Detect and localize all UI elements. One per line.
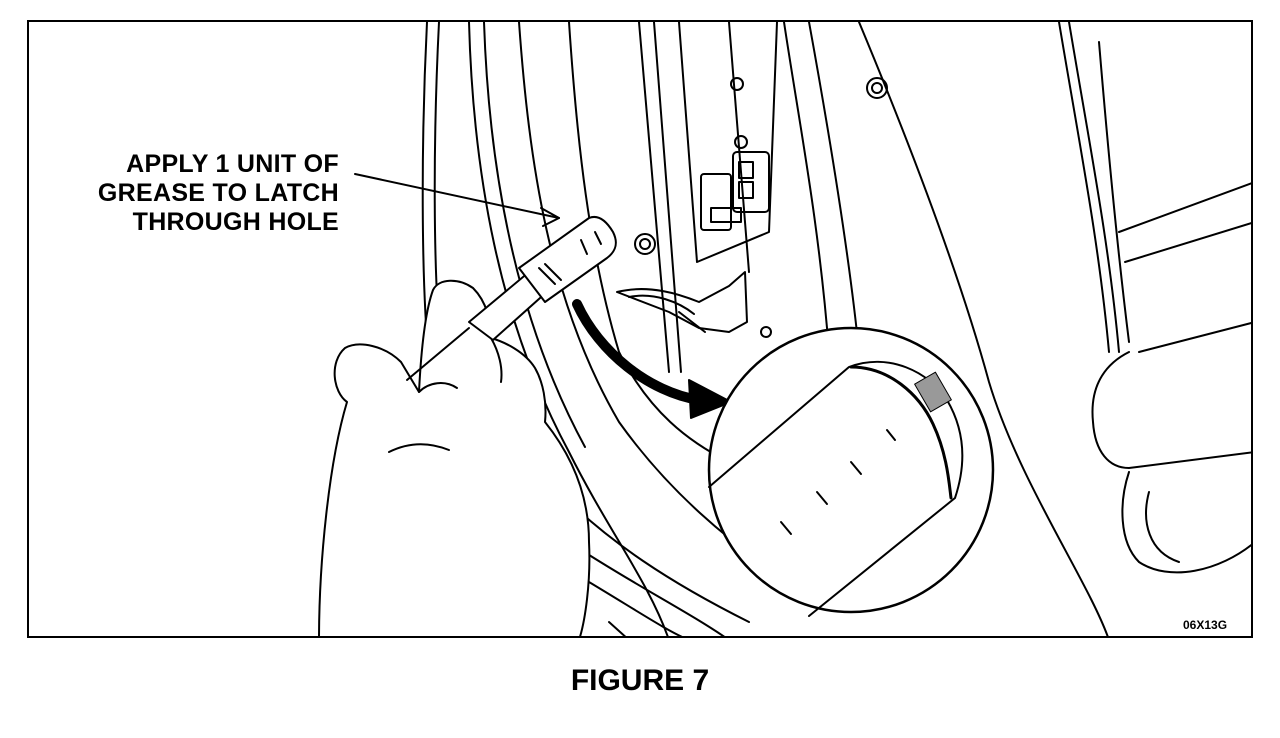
door-panel-lines — [421, 22, 1251, 636]
grease-tube — [406, 216, 617, 381]
door-latch-illustration — [318, 22, 1251, 636]
callout-arrow — [354, 173, 560, 227]
callout-line-1: APPLY 1 UNIT OF — [126, 150, 339, 178]
image-code: 06X13G — [1183, 618, 1228, 632]
hand-drawing — [318, 279, 591, 636]
figure-caption: FIGURE 7 — [570, 664, 710, 697]
callout-line-2: GREASE TO LATCH — [97, 179, 339, 207]
magnified-inset — [707, 326, 995, 617]
latch-assembly — [616, 151, 770, 333]
illustration-frame: APPLY 1 UNIT OF GREASE TO LATCH THROUGH … — [27, 20, 1253, 638]
zoom-arrow — [572, 299, 732, 419]
callout-line-3: THROUGH HOLE — [132, 208, 339, 236]
callout-text: APPLY 1 UNIT OF GREASE TO LATCH THROUGH … — [98, 150, 339, 237]
mounting-holes — [634, 77, 888, 338]
